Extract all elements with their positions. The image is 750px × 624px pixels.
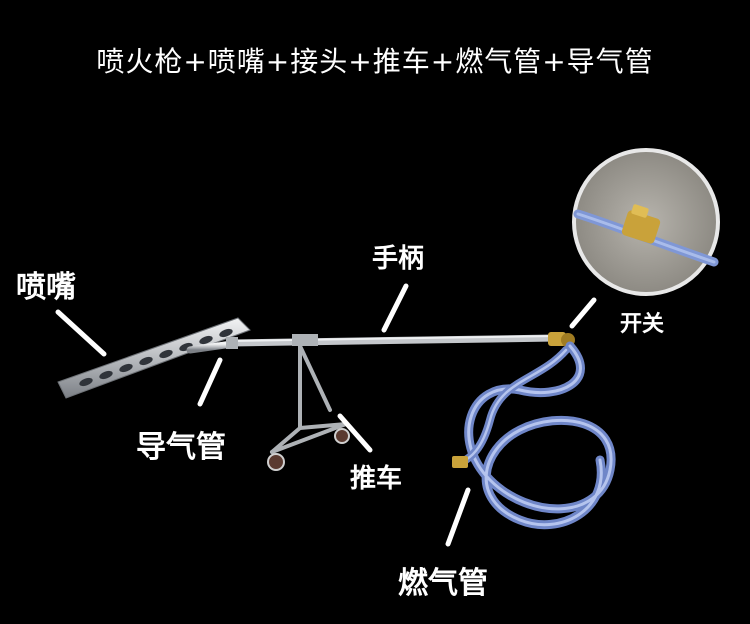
page-title: 喷火枪+喷嘴+接头+推车+燃气管+导气管 (96, 45, 654, 78)
label-cart: 推车 (350, 464, 403, 494)
cart-wheels (267, 428, 350, 471)
gas-hose (452, 341, 616, 530)
label-handle: 手柄 (372, 244, 425, 274)
label-nozzle: 喷嘴 (16, 270, 76, 305)
nozzle-bar (57, 317, 251, 399)
label-gas-hose: 燃气管 (398, 566, 488, 601)
cart (270, 344, 348, 454)
handle-pipe (186, 332, 575, 354)
switch-inset (572, 148, 720, 296)
pointer-lines (55, 283, 597, 547)
label-switch: 开关 (620, 312, 665, 337)
label-guide-pipe: 导气管 (136, 430, 226, 465)
